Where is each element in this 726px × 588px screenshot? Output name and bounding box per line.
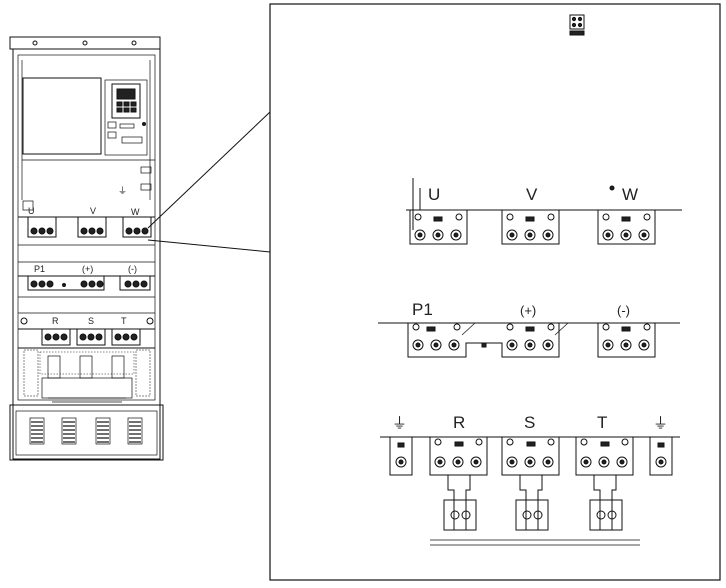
detail-ground-right-icon: ⏚	[653, 415, 668, 432]
drive-overview: ⏚ U V W P1 (+) (-)	[9, 36, 164, 461]
detail-label-plus: (+)	[520, 303, 536, 318]
overview-input-row: R S T	[18, 316, 155, 346]
detail-terminal-s	[501, 436, 560, 531]
overview-heatsink	[18, 347, 155, 403]
detail-terminal-r	[429, 436, 488, 531]
screw-icon	[82, 40, 88, 46]
detail-ground-left-icon: ⏚	[392, 415, 407, 432]
detail-dc-row: P1 (+) (-)	[378, 300, 680, 358]
keypad-icon	[111, 83, 141, 119]
detail-label-u: U	[428, 185, 440, 204]
detail-label-r: R	[453, 413, 465, 432]
overview-output-row: U V W	[18, 200, 155, 238]
detail-output-row: U V W	[406, 178, 682, 245]
detail-terminal-t	[575, 436, 634, 531]
overview-label-s: S	[88, 316, 94, 326]
detail-ground-terminal-left	[389, 436, 413, 476]
detail-frame	[269, 3, 721, 581]
drive-body	[12, 48, 161, 460]
overview-vent-panel	[9, 404, 164, 461]
control-board-area	[22, 77, 102, 155]
overview-label-w: W	[131, 207, 140, 217]
overview-label-v: V	[90, 206, 96, 216]
detail-input-row: ⏚ ⏚ R S T	[380, 413, 680, 546]
detail-terminal-v	[501, 209, 560, 245]
overview-dc-minus-terminal	[119, 275, 151, 291]
detail-terminal-u	[409, 209, 468, 245]
overview-terminal-w	[122, 216, 152, 238]
detail-label-s: S	[524, 413, 535, 432]
detail-terminal-minus	[597, 322, 656, 358]
overview-label-t: T	[121, 316, 127, 326]
detail-terminal-w	[597, 209, 656, 245]
overview-label-p1: P1	[34, 264, 45, 274]
screw-icon	[131, 40, 137, 46]
detail-view: U V W	[269, 3, 721, 581]
overview-terminal-u	[27, 216, 57, 238]
overview-label-r: R	[52, 316, 59, 326]
detail-label-w: W	[622, 185, 638, 204]
drive-inner-frame	[17, 54, 156, 401]
overview-dc-row: P1 (+) (-)	[18, 264, 155, 291]
overview-label-plus: (+)	[82, 264, 93, 274]
detail-ground-terminal-right	[649, 436, 673, 476]
detail-label-v: V	[526, 185, 538, 204]
keypad-area	[104, 79, 148, 156]
detail-indicator-icon	[569, 14, 585, 36]
detail-label-minus: (-)	[617, 303, 630, 318]
detail-label-p1: P1	[412, 300, 433, 319]
ground-symbol: ⏚	[118, 186, 127, 196]
overview-terminal-v	[77, 216, 107, 238]
screw-icon	[32, 40, 38, 46]
detail-label-t: T	[597, 413, 607, 432]
callout-line-bottom	[147, 239, 271, 253]
overview-label-u: U	[28, 206, 35, 216]
overview-dc-busbar	[27, 275, 105, 291]
callout-line-top	[147, 111, 271, 229]
overview-label-minus: (-)	[128, 264, 137, 274]
